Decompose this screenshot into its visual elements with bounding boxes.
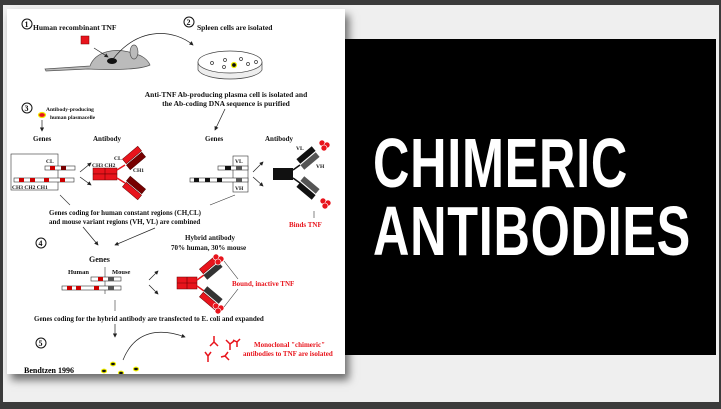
genes-text: Genes [89, 255, 110, 264]
chimeric-antibody-diagram: 1 Human recombinant TNF 2 Spleen cells a… [10, 16, 333, 376]
hybrid-line2-text: 70% human, 30% mouse [171, 244, 246, 252]
human-antibody-icon [92, 145, 146, 201]
2-text: 3 [25, 104, 29, 113]
step-3: 3 Antibody-producing human plasmacelle G… [10, 102, 332, 229]
human-genes-box [10, 153, 59, 191]
1-text: 2 [187, 18, 191, 27]
vl-text: VL [235, 159, 243, 165]
3-text: 4 [39, 239, 43, 248]
ch3ch2ch1-text: CH3 CH2 CH1 [12, 185, 48, 191]
hybrid-line1-text: Hybrid antibody [185, 234, 235, 242]
step-4: 4 Hybrid antibody 70% human, 30% mouse G… [34, 226, 294, 338]
step-1: 1 Human recombinant TNF [21, 18, 194, 72]
genes-text: Genes [205, 135, 224, 143]
title-line-1: CHIMERIC [373, 124, 628, 202]
cl-text: CL [114, 156, 122, 162]
title-line-2: ANTIBODIES [373, 192, 692, 270]
monoclonal-line1-text: Monoclonal "chimeric" [254, 341, 325, 349]
tnf-trimer-icon [318, 139, 332, 210]
title-panel [342, 39, 716, 355]
citation: Bendtzen 1996 [24, 366, 74, 374]
combined-line1-text: Genes coding for human constant regions … [49, 209, 202, 217]
plasma-line2-text: human plasmacelle [50, 115, 96, 121]
mouse-antibody-icon [273, 146, 320, 200]
monoclonal-line2-text: antibodies to TNF are isolated [243, 350, 333, 358]
plasma-cell-icon [37, 111, 47, 119]
isolation-line2-text: the Ab-coding DNA sequence is purified [162, 99, 291, 108]
step-2: 2 Spleen cells are isolated Anti-TNF Ab-… [145, 16, 308, 131]
ch3ch2-text: CH3 CH2 [92, 163, 116, 169]
tnf-square-icon [80, 35, 90, 45]
vh-text: VH [235, 186, 244, 192]
mouse-icon [44, 50, 151, 72]
combined-line2-text: and mouse variant regions (VH, VL) are c… [49, 218, 200, 226]
step1-label: Human recombinant TNF [33, 23, 117, 32]
vl-text: VL [296, 146, 304, 152]
antibody-text: Antibody [265, 135, 294, 143]
transfected-text: Genes coding for the hybrid antibody are… [34, 315, 264, 323]
binds-tnf-label: Binds TNF [289, 221, 322, 229]
step2-label: Spleen cells are isolated [197, 23, 273, 32]
cl-text: CL [46, 159, 54, 165]
ch1-text: CH1 [133, 168, 144, 174]
step-5: 5 Monoclonal "chimeric" antibodies to TN… [24, 331, 333, 376]
0-text: 1 [25, 20, 29, 29]
human-text: Human [68, 269, 89, 276]
bound-tnf-icon [212, 253, 225, 315]
4-text: 5 [39, 339, 43, 348]
diagram-card: 1 Human recombinant TNF 2 Spleen cells a… [7, 9, 345, 376]
mouse-text: Mouse [112, 269, 131, 276]
antibody-text: Antibody [93, 135, 122, 143]
isolation-line1-text: Anti-TNF Ab-producing plasma cell is iso… [145, 90, 308, 99]
mouse-genes-box [232, 155, 249, 193]
plasma-line1-text: Antibody-producing [46, 107, 94, 113]
genes-text: Genes [33, 135, 52, 143]
e-coli-icon [100, 361, 140, 376]
vh-text: VH [316, 164, 325, 170]
monoclonal-antibodies-icon [204, 336, 241, 362]
bound-inactive-label: Bound, inactive TNF [232, 280, 294, 288]
